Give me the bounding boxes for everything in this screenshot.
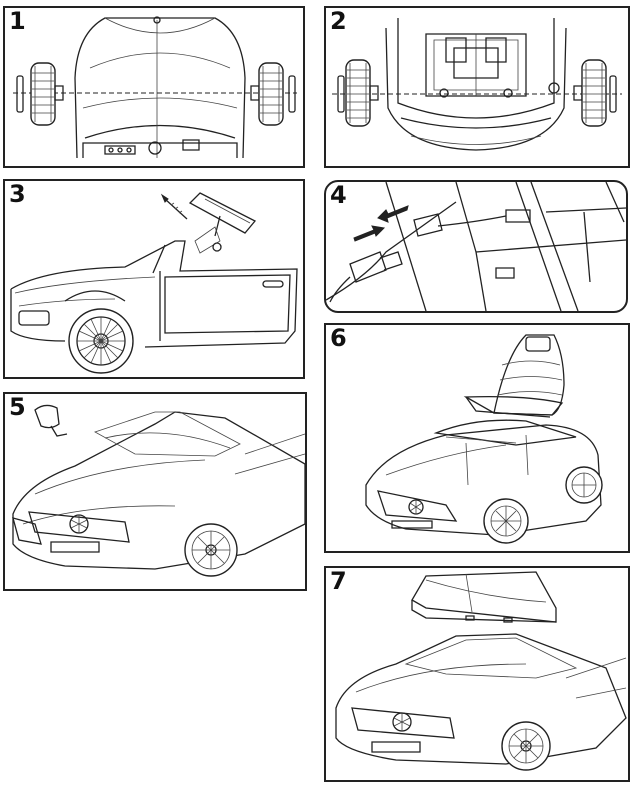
step-3-panel: 3 bbox=[3, 179, 305, 379]
step-number: 4 bbox=[330, 181, 347, 209]
step-number: 3 bbox=[9, 180, 26, 208]
step-number: 2 bbox=[330, 7, 347, 35]
side-mirror-installation-illustration bbox=[5, 394, 305, 589]
rear-wheels-assembly-illustration bbox=[326, 8, 628, 166]
step-number: 6 bbox=[330, 324, 347, 352]
step-number: 1 bbox=[9, 7, 26, 35]
step-2-panel: 2 bbox=[324, 6, 630, 168]
front-wheels-assembly-illustration bbox=[5, 8, 303, 166]
wire-connector-illustration bbox=[326, 182, 626, 311]
step-6-panel: 6 bbox=[324, 323, 630, 553]
step-5-panel: 5 bbox=[3, 392, 307, 591]
step-number: 7 bbox=[330, 567, 347, 595]
steering-wheel-installation-illustration bbox=[5, 181, 303, 377]
windshield-installation-illustration bbox=[326, 568, 628, 780]
step-1-panel: 1 bbox=[3, 6, 305, 168]
seat-installation-illustration bbox=[326, 325, 628, 551]
step-7-panel: 7 bbox=[324, 566, 630, 782]
step-4-panel: 4 bbox=[324, 180, 628, 313]
step-number: 5 bbox=[9, 393, 26, 421]
